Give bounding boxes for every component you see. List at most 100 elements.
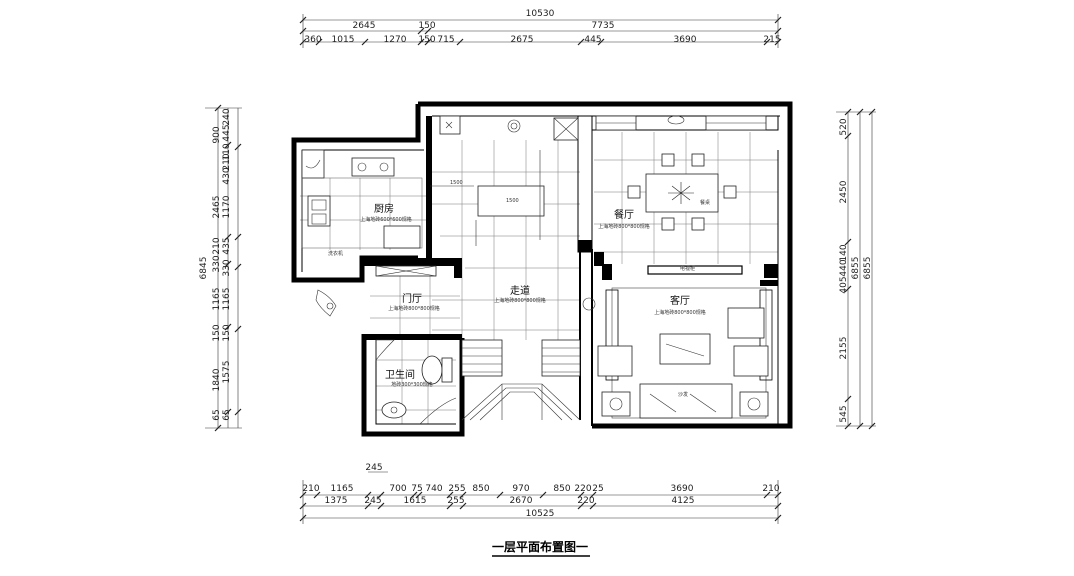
sofa — [639, 383, 733, 419]
stove-icon — [351, 157, 395, 177]
bottom-dim-label: 740 — [425, 484, 442, 494]
top-dim-label: 445 — [584, 35, 601, 45]
top-dim-label: 2645 — [353, 21, 376, 31]
left-dim-label: 1575 — [222, 361, 232, 384]
corridor-tile-note: 上海地砖800*800规格 — [494, 297, 546, 304]
right-dim-label: 405 — [839, 276, 849, 293]
right-dimension-labels: 520 2450 140 440 405 2155 545 6855 6855 — [839, 118, 873, 422]
left-dim-label: 1165 — [212, 288, 222, 311]
right-dim-label: 2450 — [839, 180, 849, 203]
corridor-fixtures: 1500 — [439, 115, 579, 246]
right-dim-total: 6855 — [863, 257, 873, 280]
left-dim-label: 150 — [222, 324, 232, 341]
bottom-dim-label: 2670 — [510, 496, 533, 506]
dining-tile-note: 上海地砖800*800规格 — [598, 223, 650, 230]
bottom-dim-label: 25 — [592, 484, 603, 494]
living-fixtures: 沙发 电视柜 — [597, 265, 773, 419]
top-dim-total: 10530 — [526, 9, 555, 19]
left-dim-label: 435 — [222, 237, 232, 254]
top-dim-label: 360 — [304, 35, 321, 45]
left-dim-label: 1840 — [212, 368, 222, 391]
top-dimension-labels: 10530 2645 150 7735 360 1015 1270 150 71… — [304, 9, 780, 45]
toilet-icon — [421, 355, 443, 385]
top-dim-label: 7735 — [592, 21, 615, 31]
right-dimension-lines — [836, 108, 876, 430]
right-dim-label: 2155 — [839, 337, 849, 360]
corridor-label: 走道 — [510, 284, 530, 297]
right-dim-label: 440 — [839, 259, 849, 276]
bottom-dim-label: 4125 — [672, 496, 695, 506]
left-dim-label: 330 — [212, 255, 222, 272]
bottom-dimension-lines — [299, 471, 782, 524]
left-dim-label: 1170 — [222, 195, 232, 218]
washer-label: 洗衣机 — [328, 250, 343, 257]
room-labels: 厨房 上海地砖600*600规格 走道 上海地砖800*800规格 餐厅 上海地… — [360, 202, 706, 388]
bottom-dim-label: 255 — [448, 484, 465, 494]
left-dim-label: 65 — [222, 409, 232, 420]
bottom-dim-label: 220 — [574, 484, 591, 494]
left-dim-label: 65 — [212, 409, 222, 420]
top-dim-label: 3690 — [674, 35, 697, 45]
washbasin-icon — [381, 401, 407, 419]
bottom-dim-label: 1375 — [325, 496, 348, 506]
interior-walls — [362, 115, 779, 340]
living-tile-note: 上海地砖800*800规格 — [654, 309, 706, 316]
bathroom-tile-note: 地砖300*300规格 — [391, 381, 433, 388]
dining-label: 餐厅 — [614, 208, 634, 221]
top-dim-label: 215 — [763, 35, 780, 45]
left-dim-total: 6845 — [199, 257, 209, 280]
bottom-dim-label: 210 — [762, 484, 779, 494]
tv-label: 电视柜 — [680, 265, 695, 272]
left-dim-label: 900 — [212, 126, 222, 143]
bottom-dim-label: 75 — [411, 484, 422, 494]
bottom-dim-label: 255 — [447, 496, 464, 506]
bottom-dim-label: 210 — [302, 484, 319, 494]
bathroom-label: 卫生间 — [385, 368, 415, 381]
bathroom-fixtures — [375, 339, 457, 425]
bottom-dim-label: 245 — [364, 496, 381, 506]
left-dim-label: 110 — [222, 143, 232, 160]
kitchen-fixtures: 洗衣机 1500 — [301, 149, 474, 257]
bottom-dim-label: 1165 — [331, 484, 354, 494]
kitchen-tile-note: 上海地砖600*600规格 — [360, 216, 412, 223]
drawing-title: 一层平面布置图一 — [492, 539, 588, 554]
top-dimension-lines — [299, 14, 782, 48]
dining-table-label: 餐桌 — [700, 199, 710, 206]
top-dim-label: 1270 — [384, 35, 407, 45]
kitchen-width-label: 1500 — [450, 180, 463, 186]
left-dim-label: 150 — [212, 324, 222, 341]
left-dimension-labels: 6845 900 240 445 110 210 430 2465 1170 2… — [199, 108, 232, 421]
corridor-cabinet-label: 1500 — [506, 198, 519, 204]
bottom-dim-label: 850 — [472, 484, 489, 494]
bottom-dim-label: 220 — [577, 496, 594, 506]
left-dim-label: 430 — [222, 167, 232, 184]
sofa-label: 沙发 — [678, 391, 688, 398]
top-dim-label: 715 — [437, 35, 454, 45]
bottom-dim-label: 245 — [365, 463, 382, 473]
right-dim-total: 6855 — [851, 257, 861, 280]
top-dim-label: 150 — [418, 35, 435, 45]
bottom-dim-label: 850 — [553, 484, 570, 494]
left-dim-label: 210 — [222, 153, 232, 170]
dining-fixtures: 餐桌 — [595, 115, 767, 231]
left-dim-label: 445 — [222, 124, 232, 141]
entrance-fixtures — [315, 265, 596, 317]
entrance-label: 门厅 — [402, 292, 422, 305]
right-dim-label: 545 — [839, 405, 849, 422]
left-dim-label: 240 — [222, 108, 232, 125]
left-dim-label: 1165 — [222, 288, 232, 311]
top-dim-label: 150 — [418, 21, 435, 31]
bottom-dimension-labels: 245 210 1165 700 75 740 255 850 970 850 … — [302, 463, 779, 519]
bottom-dim-label: 3690 — [671, 484, 694, 494]
kitchen-label: 厨房 — [374, 202, 394, 215]
bottom-dim-label: 700 — [389, 484, 406, 494]
drawing-caption: 一层平面布置图一 — [492, 539, 590, 557]
bottom-dim-label: 970 — [512, 484, 529, 494]
right-dim-label: 520 — [839, 118, 849, 135]
left-dim-label: 330 — [222, 259, 232, 276]
living-label: 客厅 — [670, 294, 690, 307]
left-dim-label: 2465 — [212, 196, 222, 219]
bottom-dim-label: 1615 — [404, 496, 427, 506]
bottom-dim-total: 10525 — [526, 509, 555, 519]
